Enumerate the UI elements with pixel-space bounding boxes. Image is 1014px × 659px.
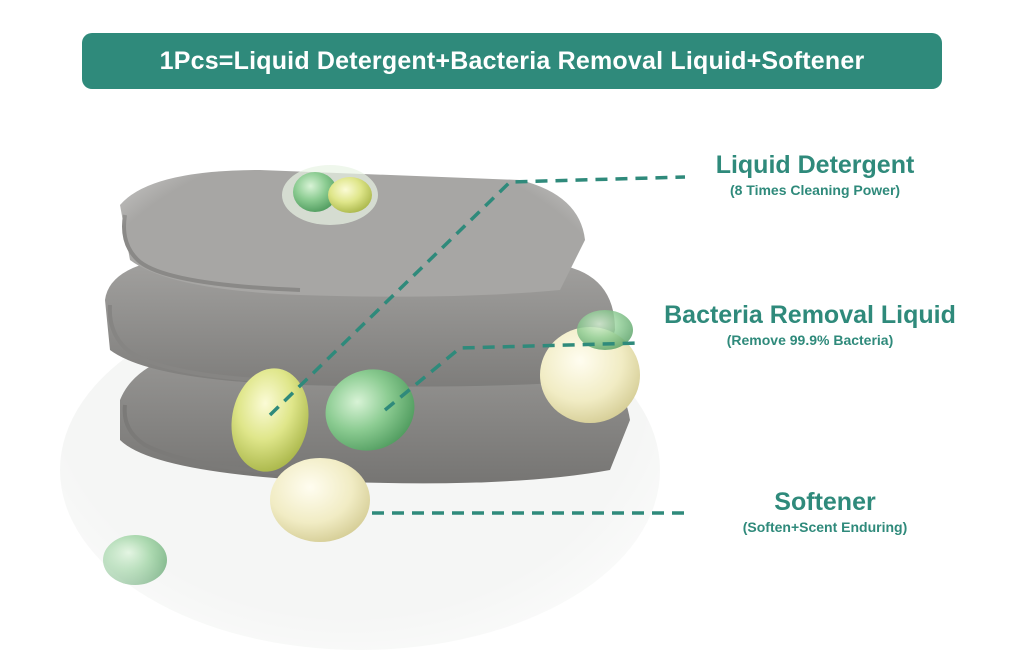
- callout-title: Bacteria Removal Liquid: [664, 301, 956, 329]
- callout-subtitle: (Remove 99.9% Bacteria): [726, 332, 894, 348]
- callout-bacteria-removal: Bacteria Removal Liquid (Remove 99.9% Ba…: [640, 300, 980, 350]
- callout-subtitle: (Soften+Scent Enduring): [742, 519, 908, 535]
- title-banner: 1Pcs=Liquid Detergent+Bacteria Removal L…: [82, 33, 942, 89]
- callout-liquid-detergent: Liquid Detergent (8 Times Cleaning Power…: [690, 150, 940, 200]
- leader-line-detergent: [268, 175, 686, 417]
- title-banner-text: 1Pcs=Liquid Detergent+Bacteria Removal L…: [159, 46, 865, 75]
- callout-title: Liquid Detergent: [715, 151, 915, 179]
- callout-softener: Softener (Soften+Scent Enduring): [700, 487, 950, 537]
- callout-subtitle: (8 Times Cleaning Power): [729, 182, 901, 198]
- callout-title: Softener: [774, 488, 876, 516]
